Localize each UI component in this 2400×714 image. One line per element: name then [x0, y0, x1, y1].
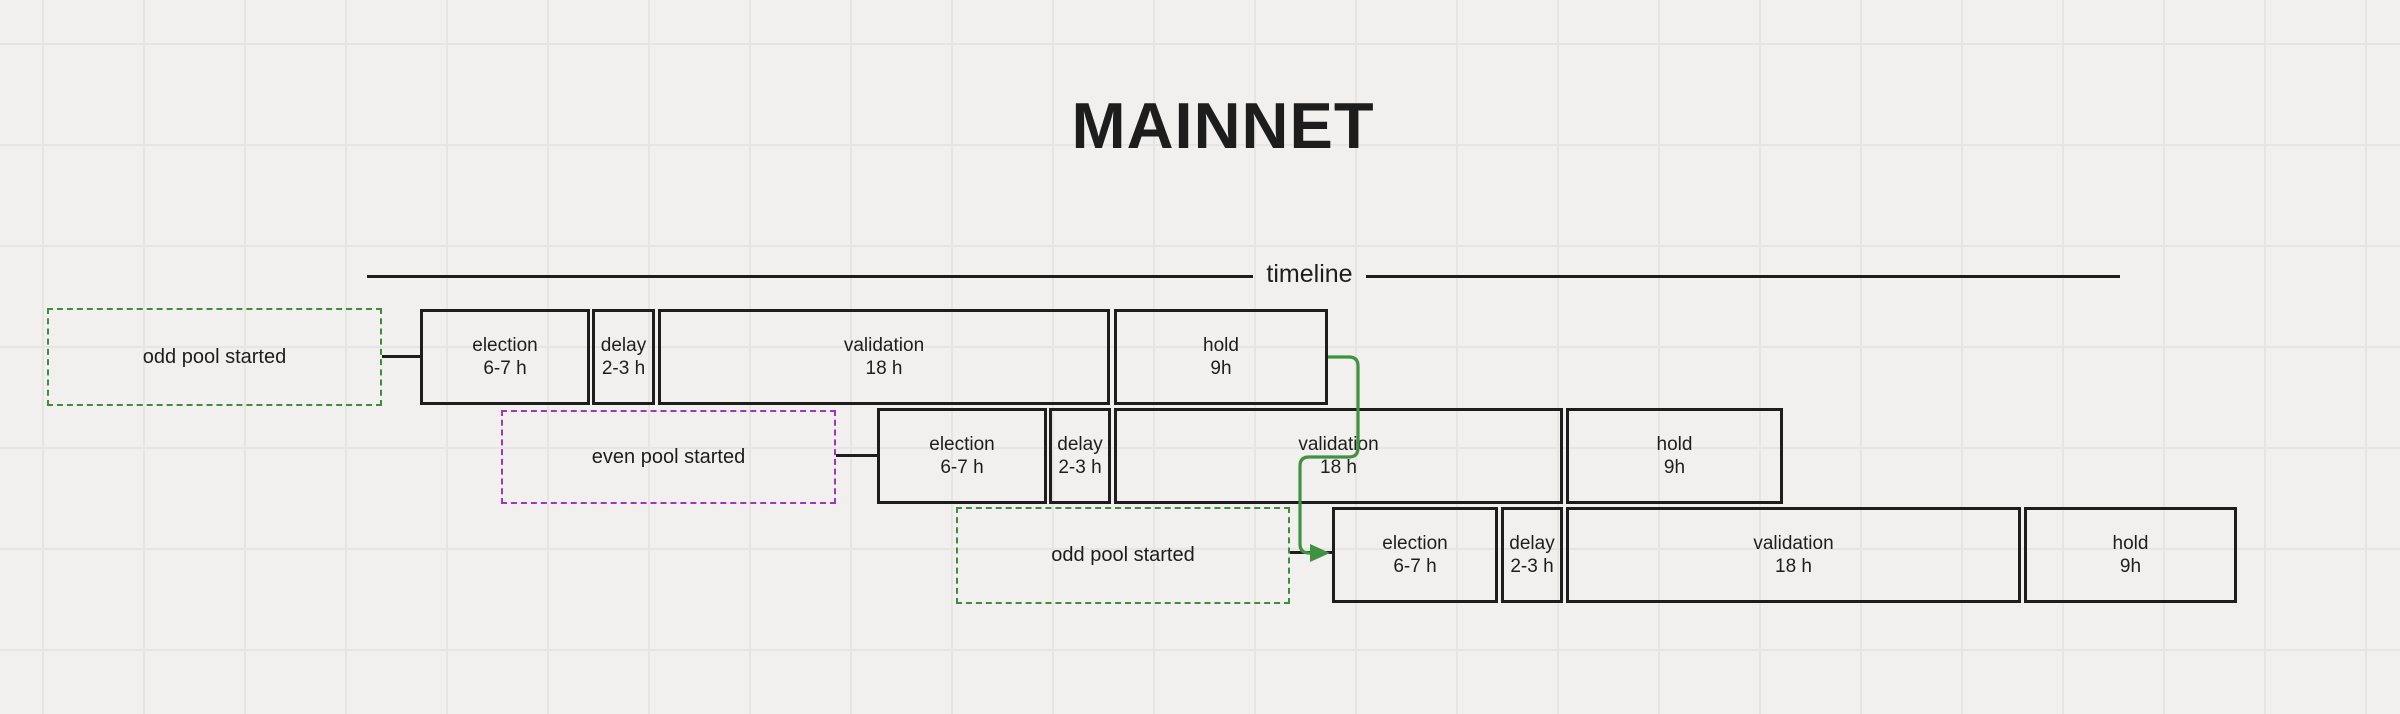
phase-name: validation	[1298, 434, 1379, 455]
row1-validation-box: validation 18 h	[658, 309, 1110, 405]
phase-duration: 9h	[2119, 556, 2142, 577]
phase-name: delay	[1057, 434, 1103, 455]
phase-name: hold	[1203, 335, 1239, 356]
pool-label: odd pool started	[142, 345, 287, 368]
even-pool-started-box-row2: even pool started	[501, 410, 836, 504]
phase-duration: 9h	[1663, 457, 1686, 478]
row2-delay-box: delay 2-3 h	[1049, 408, 1111, 504]
row2-election-box: election 6-7 h	[877, 408, 1047, 504]
row1-election-box: election 6-7 h	[420, 309, 590, 405]
phase-duration: 6-7 h	[1393, 556, 1437, 577]
timeline-line-right	[1366, 275, 2120, 278]
phase-duration: 18 h	[1775, 556, 1812, 577]
row3-hold-box: hold 9h	[2024, 507, 2237, 603]
connector-line-row2	[836, 454, 877, 457]
phase-name: validation	[843, 335, 925, 356]
phase-duration: 6-7 h	[483, 358, 527, 379]
phase-duration: 9h	[1210, 358, 1232, 379]
timeline-label: timeline	[1266, 260, 1353, 288]
phase-name: election	[929, 434, 995, 455]
phase-name: election	[1382, 533, 1448, 554]
phase-name: election	[472, 335, 538, 356]
row3-validation-box: validation 18 h	[1566, 507, 2021, 603]
row3-delay-box: delay 2-3 h	[1501, 507, 1563, 603]
phase-name: delay	[600, 335, 647, 356]
row2-hold-box: hold 9h	[1566, 408, 1783, 504]
row1-hold-box: hold 9h	[1114, 309, 1328, 405]
diagram-title: MAINNET	[1071, 89, 1375, 162]
phase-duration: 2-3 h	[1510, 556, 1554, 577]
phase-duration: 6-7 h	[940, 457, 984, 478]
phase-name: hold	[1656, 434, 1693, 455]
phase-name: delay	[1509, 533, 1555, 554]
connector-line-row3	[1290, 551, 1332, 554]
row1-delay-box: delay 2-3 h	[592, 309, 655, 405]
phase-duration: 18 h	[865, 358, 903, 379]
phase-duration: 18 h	[1320, 457, 1357, 478]
phase-name: hold	[2112, 533, 2149, 554]
timeline-line-left	[367, 275, 1253, 278]
odd-pool-started-box-row1: odd pool started	[47, 308, 382, 406]
phase-name: validation	[1753, 533, 1834, 554]
row2-validation-box: validation 18 h	[1114, 408, 1563, 504]
connector-line-row1	[382, 355, 420, 358]
pool-label: odd pool started	[1051, 544, 1195, 566]
row3-election-box: election 6-7 h	[1332, 507, 1498, 603]
pool-label: even pool started	[591, 445, 746, 468]
phase-duration: 2-3 h	[1058, 457, 1102, 478]
odd-pool-started-box-row3: odd pool started	[956, 507, 1290, 604]
phase-duration: 2-3 h	[601, 358, 646, 379]
